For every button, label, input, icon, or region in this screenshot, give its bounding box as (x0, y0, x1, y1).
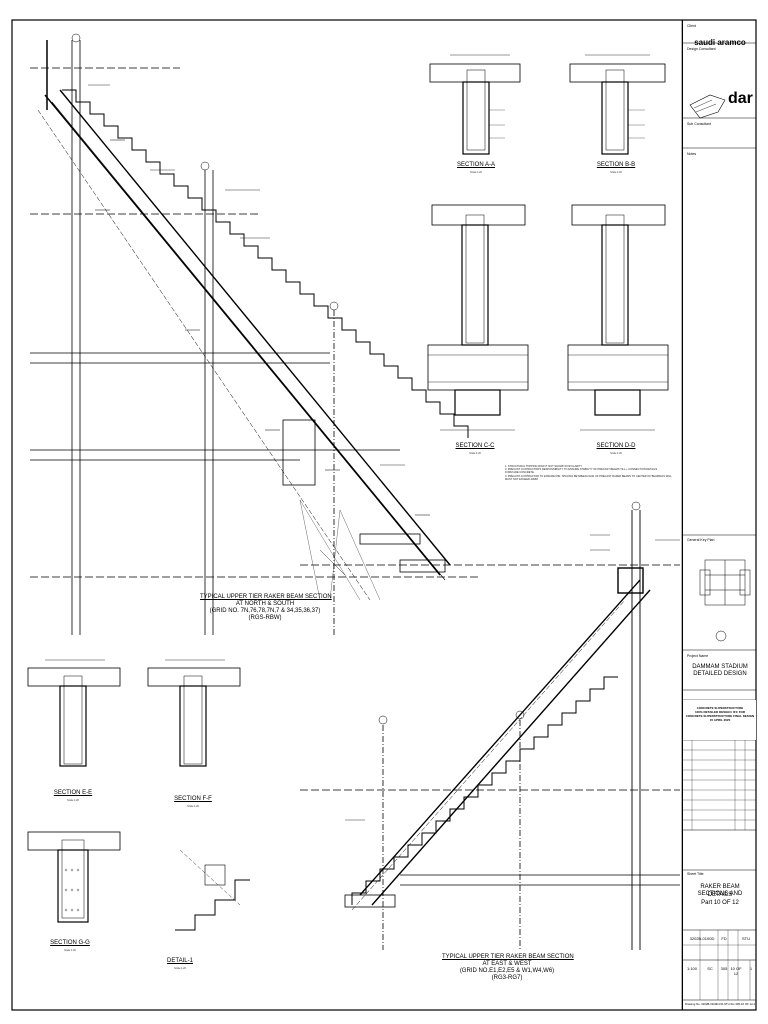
section-ff-scale: Scale 1:20 (187, 805, 199, 808)
drawing-no-label: Drawing No. (685, 1002, 701, 1006)
raker-top-caption: TYPICAL UPPER TIER RAKER BEAM SECTION AT… (200, 594, 332, 622)
section-ee-scale: Scale 1:20 (67, 799, 79, 802)
sheet-title-label: Sheet Title (687, 872, 704, 876)
raker-top-line1: TYPICAL UPPER TIER RAKER BEAM SECTION (200, 594, 332, 600)
issue-line1: CONCRETE SUPERSTRUCTURE (696, 706, 744, 710)
section-ee-drawing (27, 659, 121, 767)
key-plan-label: General Key Plan (687, 538, 715, 542)
project-name-label: Project Name (687, 654, 709, 658)
section-aa-title: SECTION A-A (456, 162, 495, 168)
sheet-title-line3: Part 10 OF 12 (701, 900, 739, 906)
issue-line4: 15 APRIL 2020 (709, 718, 731, 722)
consultant-logo: dar (728, 90, 753, 107)
note-2: 2. PRECAST CONTRACTOR'S RESPONSIBILITY T… (505, 468, 658, 472)
raker-beam-top (30, 33, 480, 635)
note-1: 1. STRUCTURAL TOPPING ROW IT NOT SHOWN F… (505, 465, 583, 468)
section-dd-drawing (567, 204, 669, 431)
section-cc-title: SECTION C-C (455, 443, 495, 449)
client-logo-text: saudi aramco (694, 38, 746, 47)
section-dd-title: SECTION D-D (596, 443, 636, 449)
section-cc-drawing (427, 204, 529, 431)
section-cc-scale: Scale 1:20 (469, 452, 481, 455)
design-consultant-label: Design Consultant (687, 47, 716, 51)
section-aa-scale: Scale 1:20 (470, 171, 482, 174)
detail-1-scale: Scale 1:20 (174, 967, 186, 970)
raker-top-line4: (RGS-RBW) (248, 615, 282, 621)
raker-top-line2: AT NORTH & SOUTH (235, 601, 295, 607)
issue-line3: CONCRETE SUPERSTRUCTURE FINAL DESIGN (685, 714, 755, 718)
section-ff-drawing (147, 659, 241, 767)
contract-no: 3202B-0100D (689, 936, 715, 941)
issue-status: CONCRETE SUPERSTRUCTURE 100% DETAILED DE… (685, 706, 755, 722)
raker-beam-bottom (300, 501, 680, 950)
sections-notes: 1. STRUCTURAL TOPPING ROW IT NOT SHOWN F… (505, 465, 675, 481)
drawing-no-value: 3202B-0100D-FD-STU-SC-305-10 OF 12-1 (701, 1002, 756, 1006)
field-stu: STU (742, 936, 750, 941)
note-3: 3. PRECAST CONTRACTOR TO ENSURE MIN. SPA… (505, 474, 672, 478)
detail-1-title: DETAIL-1 (167, 958, 193, 964)
field-fd: FD (721, 936, 727, 941)
section-ee-title: SECTION E-E (53, 790, 93, 796)
sheet-title-line2: DETAILS (707, 892, 733, 898)
section-bb-scale: Scale 1:20 (610, 171, 622, 174)
title-block: Client saudi aramco Design Consultant da… (682, 20, 757, 1010)
dar-logo-icon (689, 94, 726, 119)
revision-table (682, 740, 756, 1000)
notes-label: Notes (687, 152, 697, 156)
section-bb-title: SECTION B-B (596, 162, 636, 168)
key-plan-sketch (699, 559, 751, 642)
detail-1-drawing (175, 849, 250, 931)
section-bb-drawing (569, 54, 666, 155)
sub-consultant-label: Sub Consultant (687, 122, 711, 126)
raker-bottom-caption: TYPICAL UPPER TIER RAKER BEAM SECTION AT… (442, 954, 574, 982)
drawing-number: Drawing No. 3202B-0100D-FD-STU-SC-305-10… (685, 1002, 757, 1006)
raker-bottom-line3: (GRID NO.E1,E2,E5 & W1,W4,W6) (459, 968, 555, 974)
issue-line2: 100% DETAILED DESIGN / IFC FOR (694, 710, 746, 714)
section-gg-scale: Scale 1:20 (64, 949, 76, 952)
section-gg-drawing (27, 831, 121, 923)
section-ff-title: SECTION F-F (174, 796, 212, 802)
project-name-line1: DAMMAM STADIUM (692, 664, 748, 670)
raker-top-line3: (GRID NO. 7N,76,78,7N,7 & 34,35,36,37) (209, 608, 321, 614)
part: 10 OF 12 (730, 966, 742, 976)
note-3b: MUST NOT EXCEED 40MM (505, 477, 538, 481)
section-gg-title: SECTION G-G (50, 940, 90, 946)
discipline: SC (707, 966, 713, 971)
client-label: Client (687, 24, 696, 28)
sheet-no: 305 (720, 966, 728, 971)
note-2b: FORM ARE CONCRETE. (505, 471, 535, 475)
raker-bottom-line4: (RG3-RG7) (491, 975, 523, 981)
section-aa-drawing (429, 54, 521, 155)
raker-bottom-line1: TYPICAL UPPER TIER RAKER BEAM SECTION (442, 954, 574, 960)
scale: 1:100 (686, 966, 697, 971)
sheet-title-line1: RAKER BEAM SECTIONS AND (697, 884, 743, 897)
section-dd-scale: Scale 1:20 (610, 452, 622, 455)
project-name-line2: DETAILED DESIGN (693, 671, 747, 677)
rev: 1 (749, 966, 753, 971)
raker-bottom-line2: AT EAST & WEST (482, 961, 532, 967)
